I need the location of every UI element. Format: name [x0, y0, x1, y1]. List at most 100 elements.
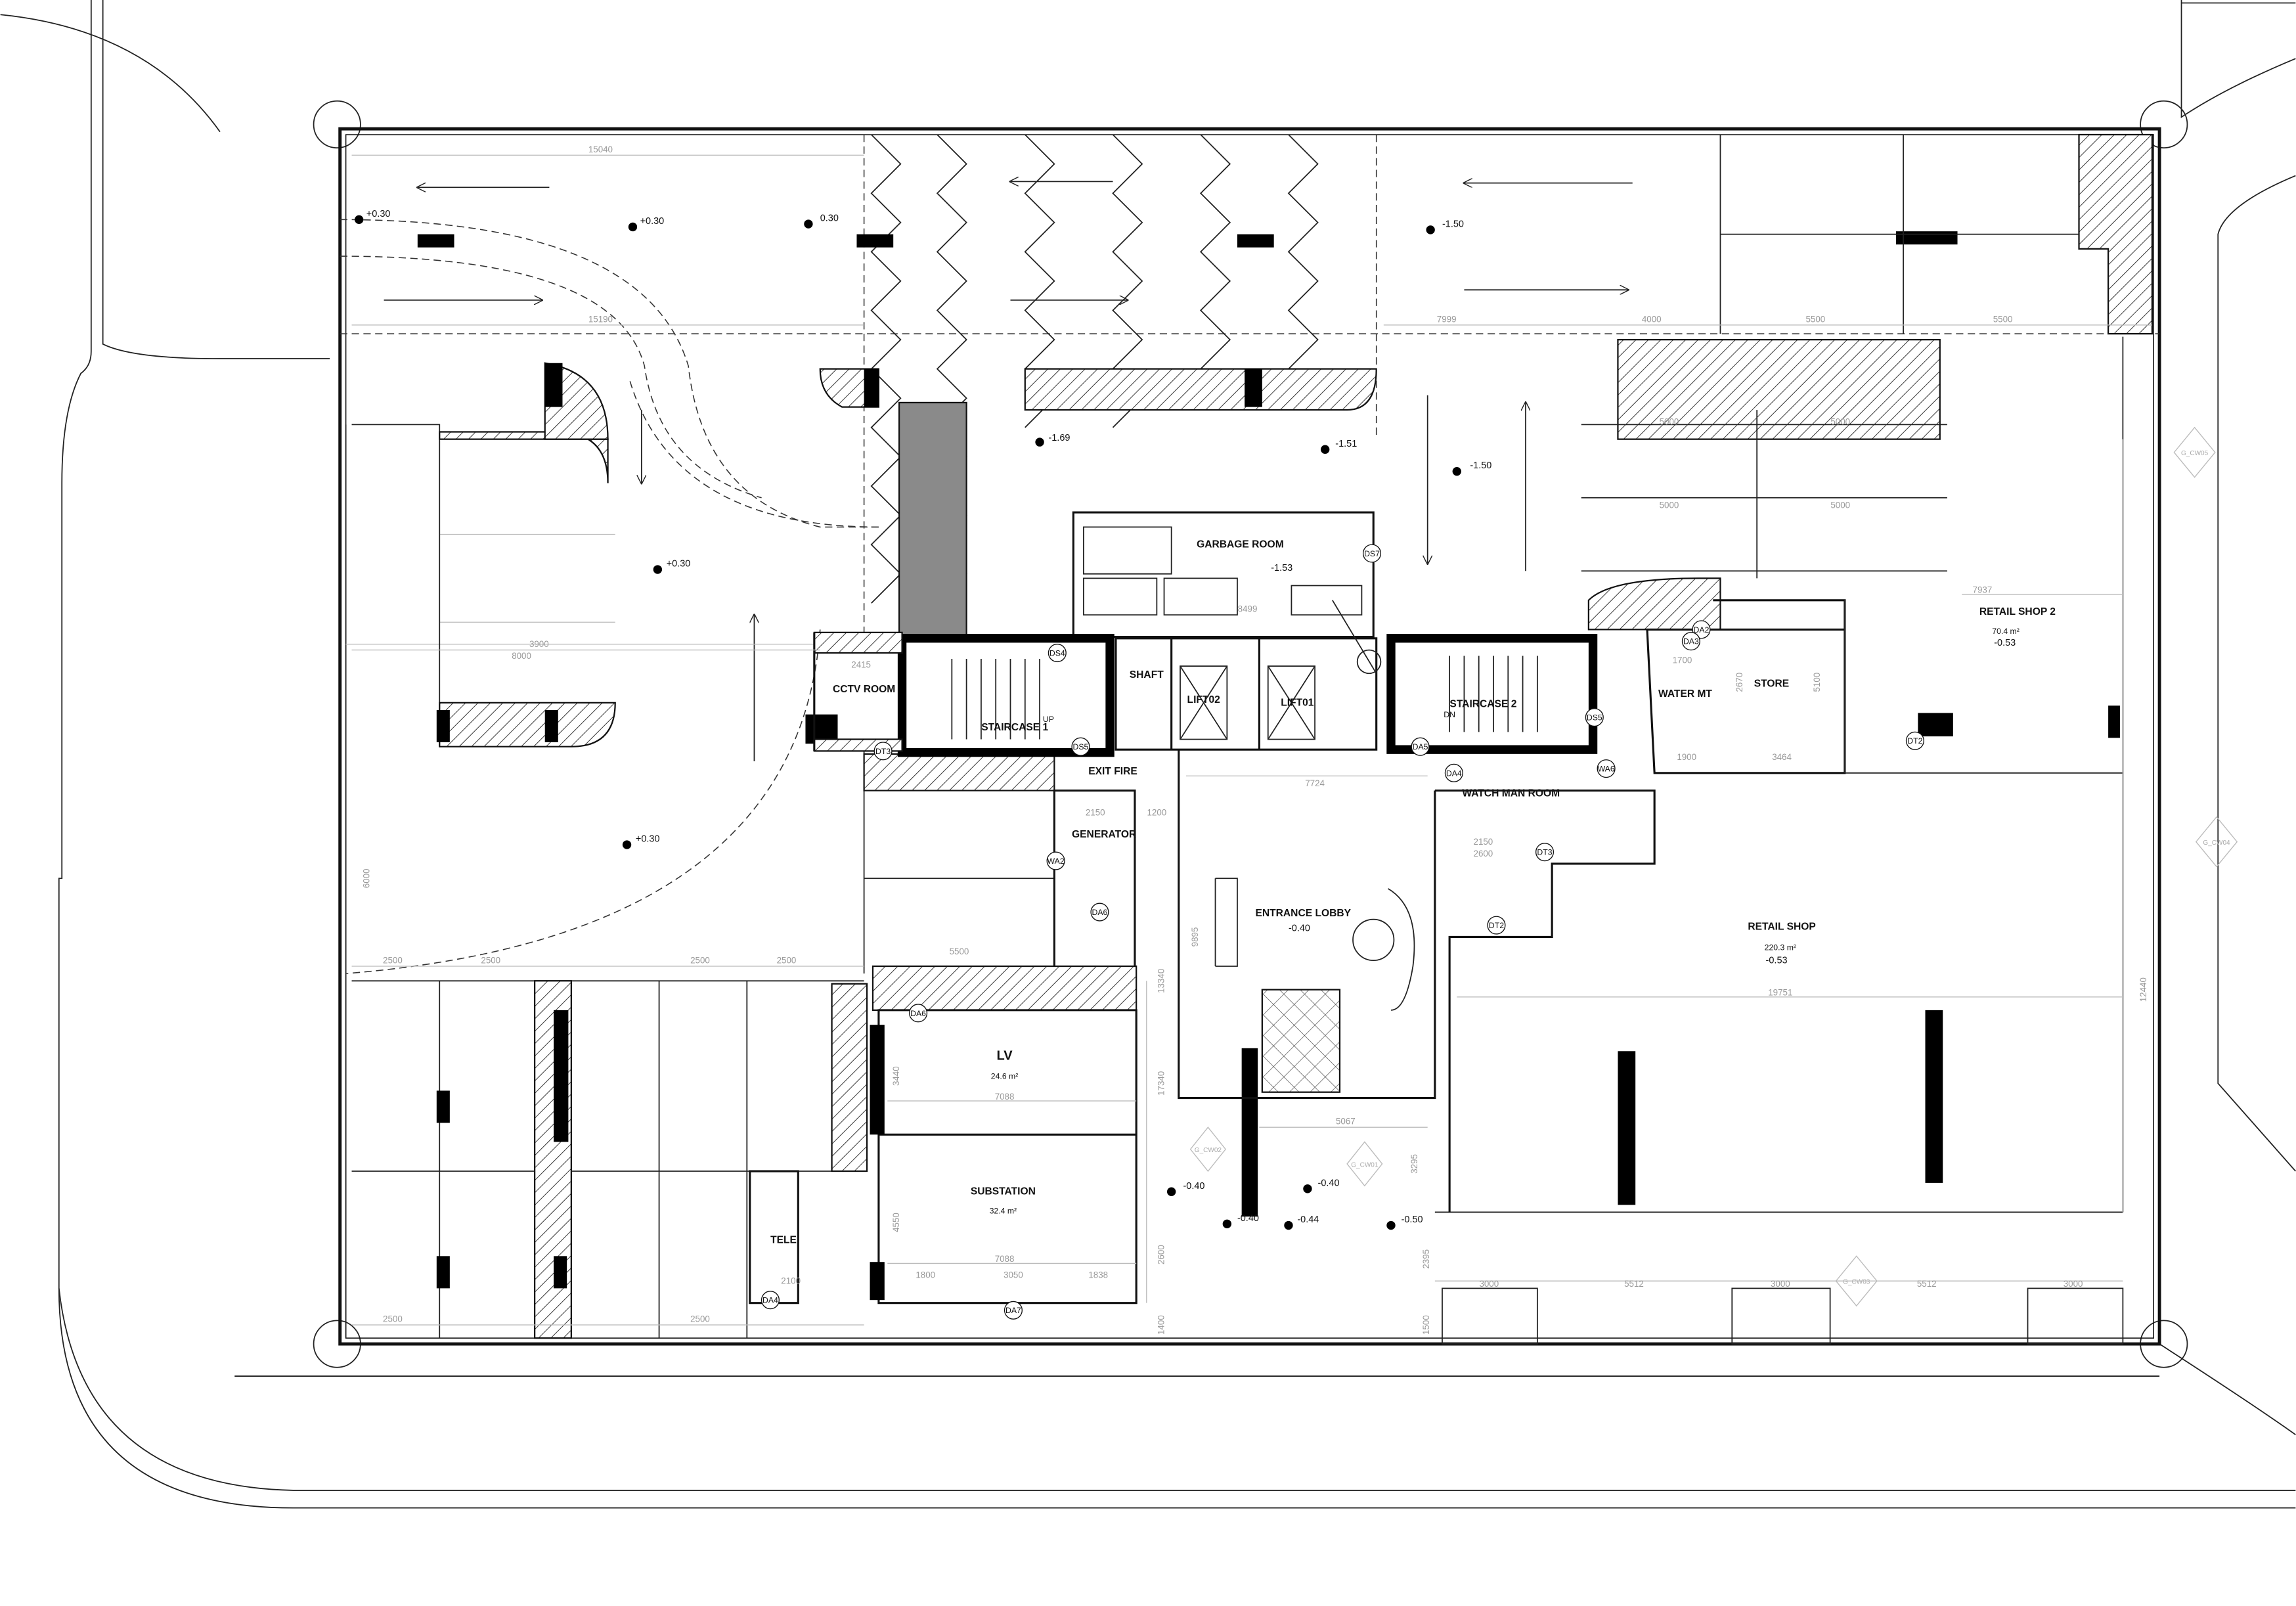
- svg-text:5000: 5000: [1660, 416, 1679, 426]
- grid-tags: G_CW02 G_CW01 G_CW04 G_CW05 G_CW03: [1189, 426, 2238, 1307]
- svg-text:2415: 2415: [851, 659, 871, 669]
- svg-text:8000: 8000: [512, 651, 531, 661]
- room-label-staircase-1: STAIRCASE 1: [981, 722, 1048, 733]
- svg-text:3000: 3000: [2064, 1279, 2083, 1289]
- svg-text:G_CW05: G_CW05: [2181, 450, 2209, 457]
- svg-text:5512: 5512: [1917, 1279, 1937, 1289]
- svg-text:1838: 1838: [1088, 1270, 1108, 1280]
- svg-text:1400: 1400: [1157, 1315, 1166, 1335]
- svg-text:DT2: DT2: [1489, 921, 1504, 930]
- svg-text:2500: 2500: [690, 956, 710, 966]
- svg-text:2500: 2500: [777, 956, 797, 966]
- svg-text:5000: 5000: [1830, 416, 1850, 426]
- svg-text:DA6: DA6: [910, 1009, 926, 1018]
- svg-text:G_CW03: G_CW03: [1843, 1279, 1870, 1286]
- room-label-generator: GENERATOR: [1072, 829, 1136, 840]
- svg-text:12440: 12440: [2138, 977, 2148, 1002]
- svg-text:7088: 7088: [995, 1092, 1015, 1102]
- svg-text:5000: 5000: [1830, 500, 1850, 510]
- svg-text:1900: 1900: [1677, 752, 1696, 762]
- svg-text:-0.40: -0.40: [1318, 1178, 1340, 1188]
- svg-text:7999: 7999: [1437, 314, 1457, 324]
- door-tags: DS7 DS4 DS5 DT3 DA5 DA4 DA6 WA2 DA2 DA3 …: [761, 544, 1924, 1320]
- svg-text:7937: 7937: [1973, 585, 1993, 595]
- svg-text:WA2: WA2: [1048, 857, 1065, 866]
- core: [813, 511, 1598, 1100]
- svg-text:DT3: DT3: [875, 747, 891, 756]
- svg-text:13340: 13340: [1157, 969, 1166, 993]
- level-marker: -1.50: [1426, 219, 1464, 234]
- svg-text:3000: 3000: [1771, 1279, 1790, 1289]
- svg-text:0.30: 0.30: [820, 213, 839, 224]
- svg-text:19751: 19751: [1768, 988, 1792, 998]
- svg-text:2150: 2150: [1086, 807, 1105, 817]
- room-label-cctv: CCTV ROOM: [833, 684, 895, 695]
- svg-text:9895: 9895: [1190, 927, 1200, 947]
- svg-text:1800: 1800: [916, 1270, 935, 1280]
- level-marker: -0.50: [1386, 1215, 1423, 1230]
- svg-text:2150: 2150: [1474, 837, 1493, 847]
- room-label-tele: TELE: [770, 1234, 797, 1245]
- svg-text:5500: 5500: [950, 947, 969, 956]
- svg-text:4000: 4000: [1642, 314, 1662, 324]
- svg-text:3000: 3000: [1479, 1279, 1499, 1289]
- svg-text:2670: 2670: [1734, 673, 1744, 692]
- level-marker: -0.44: [1284, 1215, 1319, 1230]
- svg-text:5000: 5000: [1660, 500, 1679, 510]
- stair-label: DN: [1444, 710, 1455, 719]
- site-boundary: [0, 0, 2296, 1509]
- svg-text:DA7: DA7: [1005, 1306, 1021, 1315]
- room-label-store: STORE: [1754, 678, 1789, 689]
- svg-text:-1.69: -1.69: [1048, 433, 1070, 443]
- svg-text:7724: 7724: [1305, 778, 1325, 788]
- svg-text:2500: 2500: [383, 1314, 403, 1324]
- area-retail-shop: 220.3 m²: [1765, 943, 1796, 952]
- svg-text:5500: 5500: [1805, 314, 1825, 324]
- svg-text:17340: 17340: [1157, 1071, 1166, 1096]
- svg-text:5512: 5512: [1624, 1279, 1644, 1289]
- level-garbage: -1.53: [1271, 563, 1292, 573]
- dimensions: 15040 15190 7999 4000 5500 5500 5000 500…: [351, 145, 2152, 1335]
- svg-text:G_CW04: G_CW04: [2203, 839, 2230, 847]
- svg-text:DT3: DT3: [1537, 848, 1552, 857]
- room-label-lv: LV: [997, 1049, 1013, 1063]
- svg-text:DS7: DS7: [1364, 549, 1380, 558]
- svg-text:-0.50: -0.50: [1402, 1215, 1423, 1225]
- svg-text:2395: 2395: [1421, 1249, 1431, 1269]
- svg-text:7088: 7088: [995, 1254, 1015, 1264]
- svg-text:+0.30: +0.30: [667, 559, 691, 569]
- level-marker: -1.50: [1452, 460, 1491, 476]
- svg-text:-1.50: -1.50: [1470, 460, 1491, 471]
- area-retail-shop-2: 70.4 m²: [1992, 627, 2020, 636]
- svg-text:6000: 6000: [361, 868, 371, 888]
- level-marker: -0.40: [1166, 1181, 1204, 1196]
- room-label-entrance-lobby: ENTRANCE LOBBY: [1255, 908, 1351, 919]
- svg-text:-0.40: -0.40: [1237, 1213, 1259, 1224]
- svg-text:DA4: DA4: [1446, 769, 1462, 778]
- level-retail-shop: -0.53: [1766, 956, 1788, 966]
- svg-text:DA4: DA4: [762, 1296, 778, 1305]
- svg-text:5100: 5100: [1812, 673, 1822, 692]
- level-marker: 0.30: [804, 213, 839, 229]
- svg-text:2500: 2500: [383, 956, 403, 966]
- svg-text:15040: 15040: [588, 145, 613, 154]
- svg-text:15190: 15190: [588, 314, 613, 324]
- svg-text:DA3: DA3: [1683, 637, 1699, 646]
- svg-text:DA6: DA6: [1092, 908, 1108, 917]
- svg-text:8499: 8499: [1238, 604, 1258, 614]
- svg-text:2500: 2500: [481, 956, 500, 966]
- svg-text:-1.51: -1.51: [1335, 439, 1357, 449]
- building-outline: [338, 127, 2161, 1346]
- level-marker: +0.30: [354, 209, 390, 225]
- area-substation: 32.4 m²: [990, 1207, 1017, 1216]
- room-label-watch-man: WATCH MAN ROOM: [1462, 788, 1560, 799]
- svg-text:2600: 2600: [1157, 1245, 1166, 1264]
- svg-text:DA2: DA2: [1694, 625, 1710, 635]
- lower-rooms: [749, 599, 2124, 1345]
- svg-text:DS4: DS4: [1049, 649, 1065, 658]
- svg-text:DT2: DT2: [1907, 736, 1922, 746]
- svg-text:-1.50: -1.50: [1442, 219, 1464, 229]
- driveway: [340, 181, 1633, 974]
- level-markers: +0.30 +0.30 0.30 -1.50 -1.69 -1.51 -1.50…: [354, 209, 1491, 1230]
- level-marker: +0.30: [622, 834, 660, 849]
